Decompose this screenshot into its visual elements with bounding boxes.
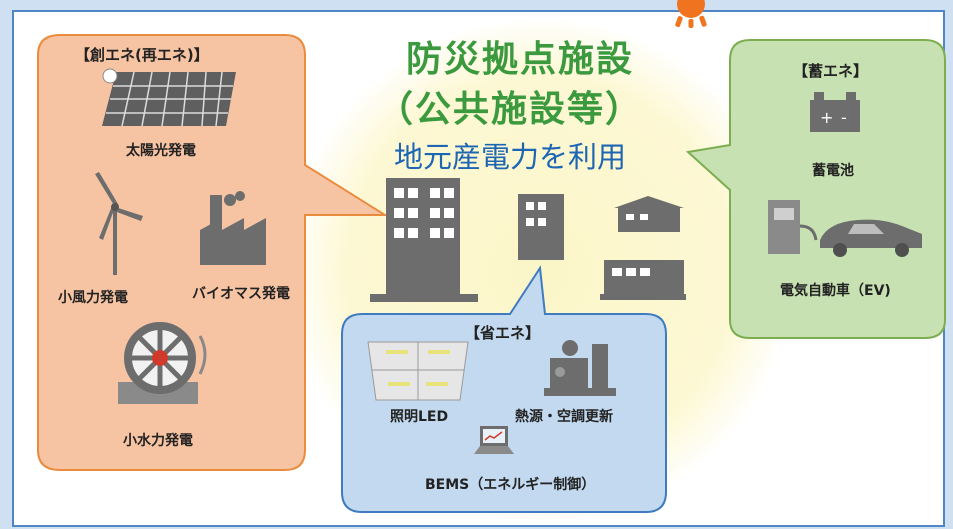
led-label: 照明LED: [390, 409, 449, 425]
solar-panel-icon: [102, 68, 236, 127]
create-energy-header: 【創エネ(再エネ)】: [75, 46, 209, 64]
sun-icon: [675, 0, 707, 28]
wind-turbine-icon: [95, 172, 143, 275]
biomass-label: バイオマス発電: [192, 286, 290, 302]
save-energy-header: 【省エネ】: [465, 324, 541, 342]
bems-label: BEMS（エネルギー制御）: [425, 477, 596, 493]
svg-text:+: +: [820, 108, 833, 127]
store-energy-header: 【蓄エネ】: [793, 62, 869, 80]
battery-label: 蓄電池: [812, 163, 854, 179]
wind-label: 小風力発電: [58, 290, 128, 306]
title-line-2: （公共施設等）: [376, 89, 643, 130]
bems-laptop-icon: [474, 426, 514, 454]
led-light-icon: [367, 341, 469, 401]
save-energy-bubble: [341, 265, 667, 513]
store-energy-bubble: [685, 39, 946, 339]
water-wheel-icon: [118, 322, 207, 404]
hydro-label: 小水力発電: [123, 433, 193, 449]
ev-label: 電気自動車（EV): [780, 283, 891, 299]
battery-icon: + -: [810, 92, 860, 132]
title-line-1: 防災拠点施設: [405, 39, 634, 80]
subtitle: 地元産電力を利用: [393, 140, 626, 174]
ev-charger-car-icon: [768, 200, 922, 257]
facility-buildings-icon: [370, 178, 686, 302]
biomass-factory-icon: [200, 191, 266, 265]
solar-label: 太陽光発電: [126, 143, 196, 159]
hvac-equipment-icon: [544, 340, 616, 396]
svg-text:-: -: [841, 108, 847, 127]
hvac-label: 熱源・空調更新: [515, 409, 613, 425]
